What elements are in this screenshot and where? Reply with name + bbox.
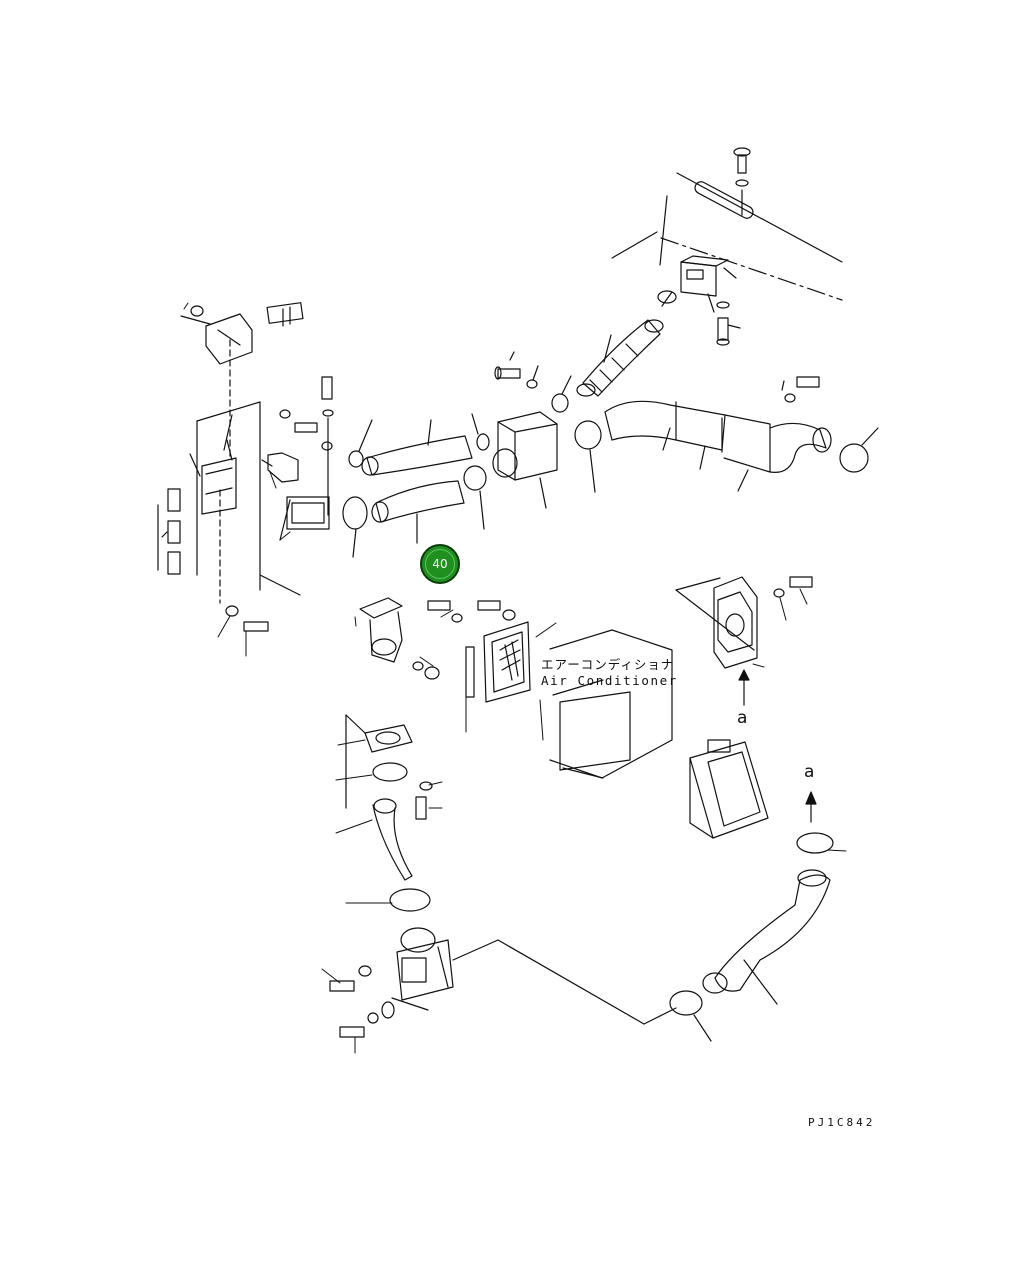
left-heater-unit — [158, 340, 300, 603]
ac-outlet-bracket — [676, 577, 812, 705]
lower-right-duct — [453, 792, 833, 1041]
hvac-fitting-bolt — [495, 352, 571, 412]
leader-lines — [184, 303, 846, 1053]
reference-label-a-lower: a — [804, 762, 817, 782]
duct-bracket — [662, 256, 740, 345]
left-top-bracket — [181, 303, 303, 364]
part-callout-badge[interactable]: 40 — [420, 544, 460, 584]
roof-panel — [612, 173, 842, 300]
air-conditioner-label-jp: エアーコンディショナ — [541, 657, 675, 672]
part-callout-number: 40 — [432, 557, 448, 571]
middle-hoses — [343, 414, 489, 557]
ac-vent-box — [690, 740, 768, 838]
roof-bolt — [734, 148, 750, 215]
center-small-parts — [428, 601, 530, 702]
air-conditioner-label-en: Air Conditioner — [541, 673, 678, 688]
reference-label-a-upper: a — [737, 708, 750, 728]
air-conditioner-unit — [550, 630, 672, 778]
junction-box — [493, 412, 557, 508]
lower-left-duct — [330, 598, 453, 1037]
upper-duct-hose — [577, 291, 676, 396]
right-elbow-hoses — [575, 377, 878, 492]
drawing-code: PJ1C842 — [808, 1116, 876, 1129]
left-fittings — [226, 377, 333, 631]
